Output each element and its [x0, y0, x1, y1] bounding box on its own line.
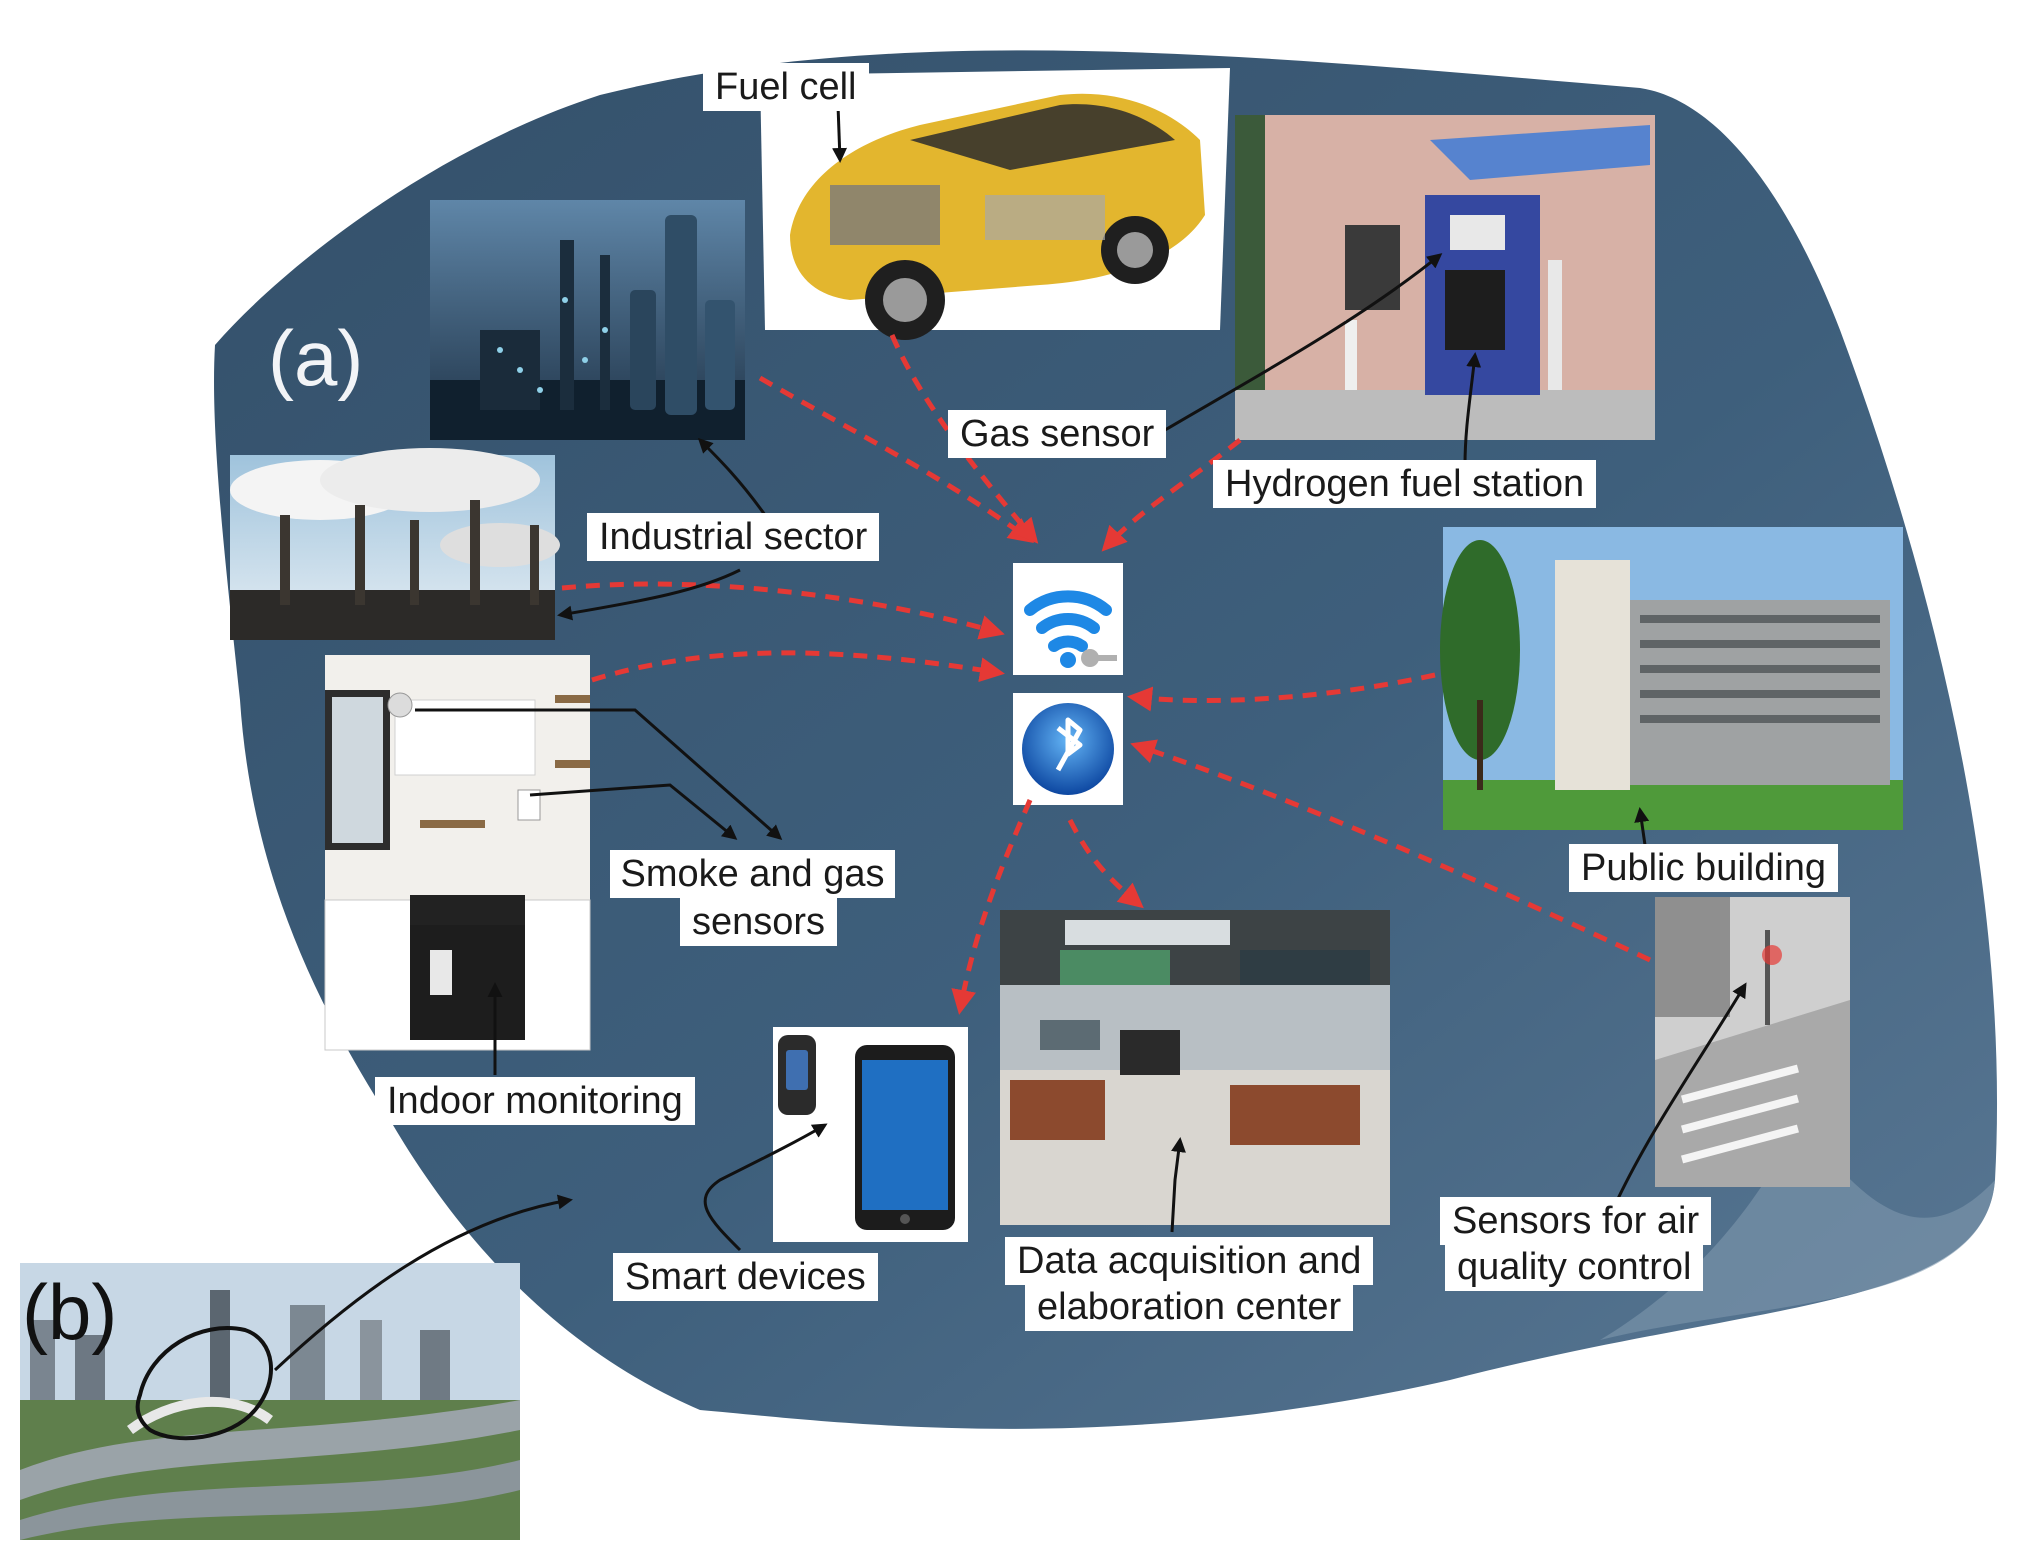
fuel-cell-label: Fuel cell	[703, 63, 869, 111]
leader-lines	[273, 104, 1747, 1372]
industrial-plant-photo	[430, 200, 745, 440]
city-highway-photo	[20, 1263, 520, 1540]
smart-devices-photo	[773, 1027, 968, 1242]
smokestacks-photo	[230, 448, 560, 640]
wifi-icon	[1013, 563, 1123, 675]
industrial-sector-label: Industrial sector	[587, 513, 880, 561]
fuel-cell-car-photo	[760, 68, 1230, 340]
indoor-monitoring-label: Indoor monitoring	[375, 1077, 695, 1125]
hydrogen-station-label: Hydrogen fuel station	[1213, 460, 1597, 508]
panel-a-label: (a)	[268, 314, 364, 402]
smoke-gas-label-line1: Smoke and gas	[610, 850, 895, 898]
data-center-label-line2: elaboration center	[1025, 1283, 1354, 1331]
bluetooth-icon	[1013, 693, 1123, 805]
gas-sensor-label: Gas sensor	[948, 410, 1167, 458]
smart-devices-label: Smart devices	[613, 1253, 878, 1301]
smoke-gas-label-line2: sensors	[680, 898, 838, 946]
public-building-label: Public building	[1569, 844, 1839, 892]
data-flow-arrows	[561, 334, 1652, 1015]
air-quality-label-line2: quality control	[1445, 1243, 1704, 1291]
kitchen-photo	[324, 655, 591, 1051]
air-quality-street-photo	[1655, 897, 1850, 1187]
data-center-label-line1: Data acquisition and	[1005, 1237, 1374, 1285]
panel-b-label: (b)	[22, 1268, 118, 1356]
city-highlight-outline	[135, 1326, 273, 1441]
hydrogen-station-photo	[1235, 115, 1655, 440]
public-building-photo	[1440, 527, 1903, 830]
air-quality-label-line1: Sensors for air	[1440, 1197, 1712, 1245]
control-room-photo	[1000, 910, 1390, 1225]
